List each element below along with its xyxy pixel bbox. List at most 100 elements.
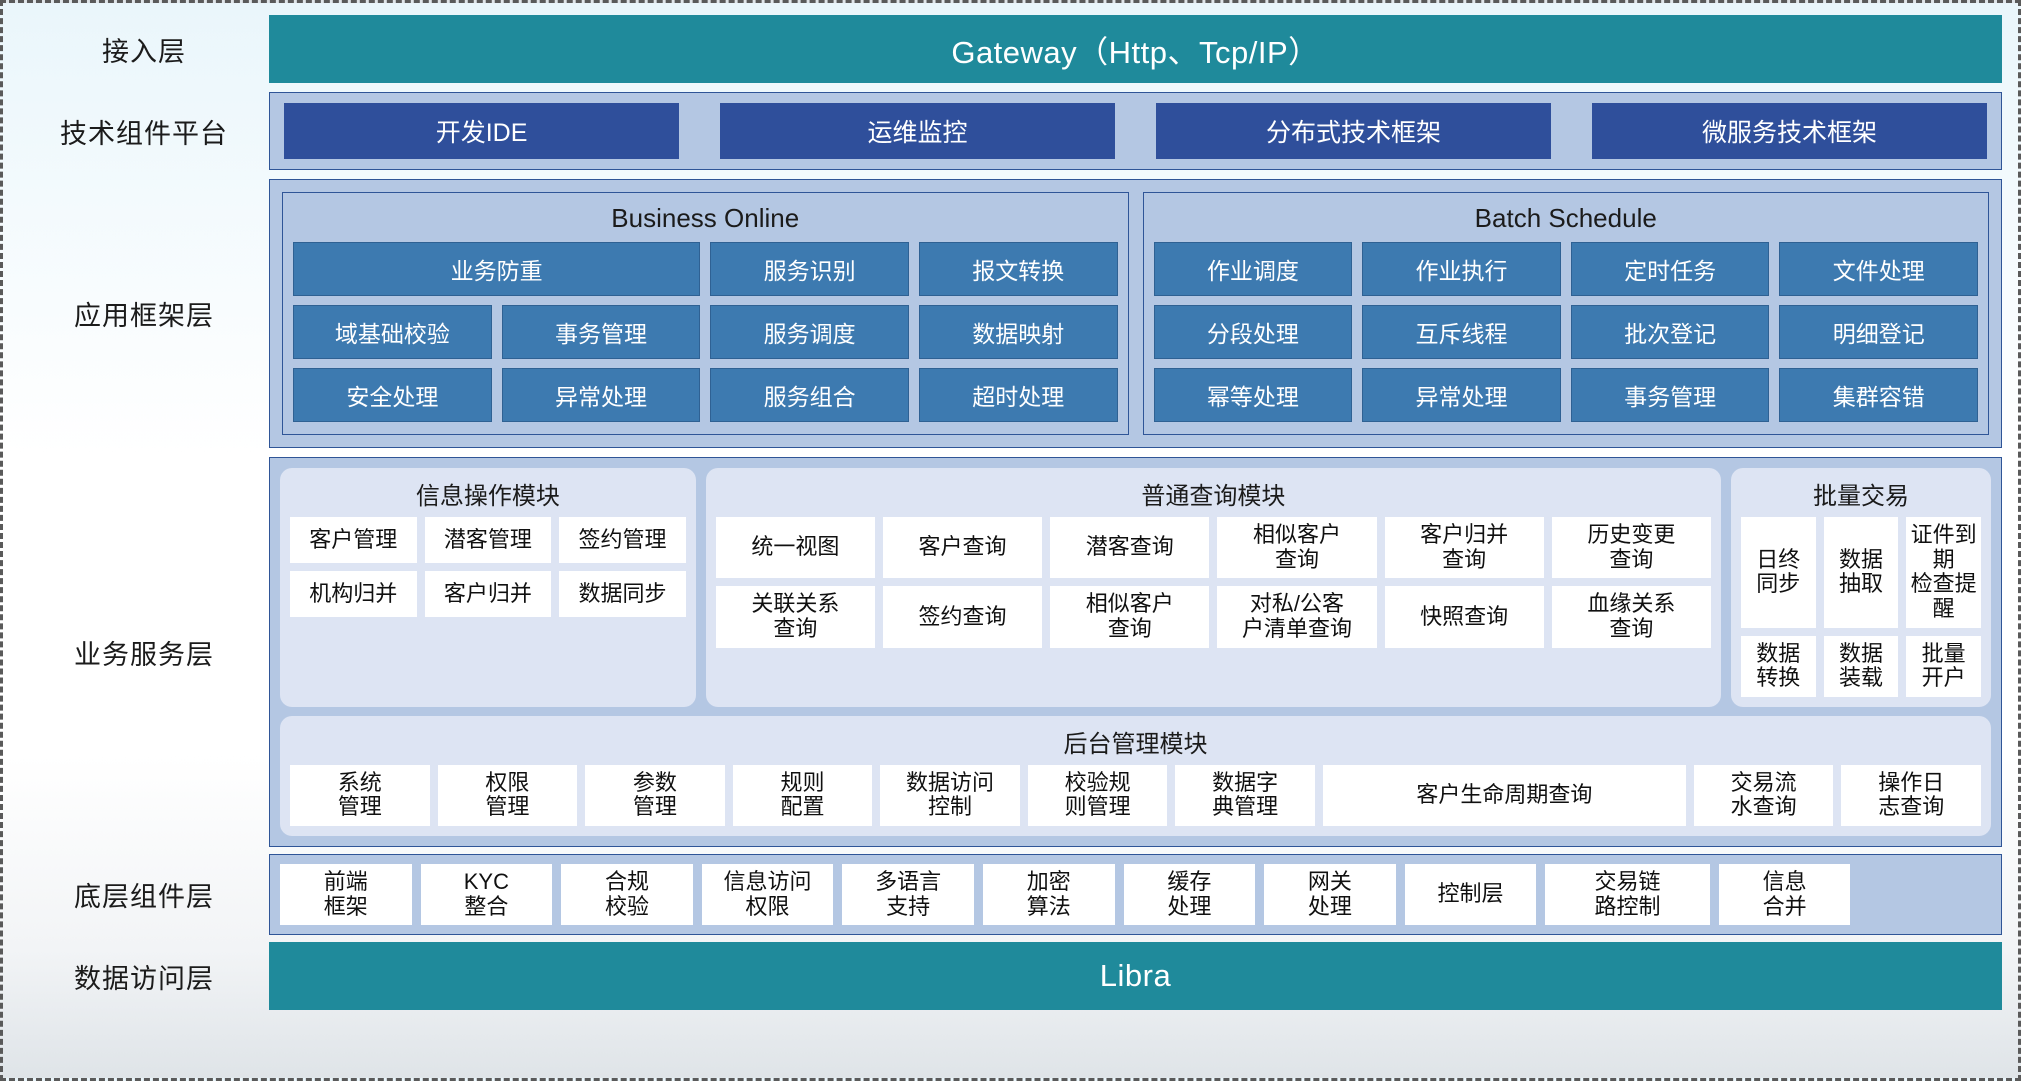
group-batch-schedule: Batch Schedule 作业调度 作业执行 定时任务 文件处理 分段处理 …: [1142, 192, 1989, 435]
cell-batch-account-open[interactable]: 批量 开户: [1906, 635, 1981, 697]
chip-service-identify[interactable]: 服务识别: [710, 242, 909, 296]
chip-domain-basic-validation[interactable]: 域基础校验: [293, 305, 492, 359]
chip-transaction-management[interactable]: 事务管理: [501, 305, 701, 359]
cell-frontend-framework[interactable]: 前端 框架: [280, 864, 412, 926]
chip-job-scheduling[interactable]: 作业调度: [1153, 242, 1353, 296]
spacer: [19, 847, 2002, 854]
chip-timed-task[interactable]: 定时任务: [1570, 242, 1770, 296]
cell-data-extract[interactable]: 数据 抽取: [1823, 517, 1899, 628]
cell-prospect-management[interactable]: 潜客管理: [424, 517, 552, 563]
layer-label-bottom-components: 底层组件层: [74, 882, 214, 914]
chip-service-scheduling[interactable]: 服务调度: [710, 305, 909, 359]
cell-encryption-algorithm[interactable]: 加密 算法: [982, 864, 1115, 926]
row-bottom-components: 底层组件层 前端 框架 KYC 整合 合规 校验 信息访问 权限 多语言 支持 …: [19, 854, 2002, 936]
cell-prospect-query[interactable]: 潜客查询: [1050, 517, 1210, 579]
batch-schedule-grid: 作业调度 作业执行 定时任务 文件处理 分段处理 互斥线程 批次登记 明细登记 …: [1153, 242, 1978, 422]
cell-kyc-integration[interactable]: KYC 整合: [420, 864, 553, 926]
cell-permission-management[interactable]: 权限 管理: [437, 764, 578, 826]
cell-blood-relation-query[interactable]: 血缘关系 查询: [1551, 586, 1711, 648]
cell-contract-management[interactable]: 签约管理: [559, 517, 686, 563]
cell-info-access-permission[interactable]: 信息访问 权限: [701, 864, 834, 926]
cell-customer-lifecycle-query[interactable]: 客户生命周期查询: [1322, 764, 1686, 826]
gateway-banner: Gateway（Http、Tcp/IP）: [269, 15, 2002, 83]
module-info-operation: 信息操作模块 客户管理 潜客管理 签约管理 机构归并 客户归并 数据同步: [280, 468, 696, 707]
cell-similar-customer-query-2[interactable]: 相似客户 查询: [1050, 586, 1210, 648]
spacer: [19, 83, 2002, 92]
cell-eod-sync[interactable]: 日终 同步: [1740, 517, 1816, 628]
chip-security-processing[interactable]: 安全处理: [293, 368, 492, 422]
cell-operation-log-query[interactable]: 操作日 志查询: [1841, 764, 1981, 826]
tech-platform-panel: 开发IDE 运维监控 分布式技术框架 微服务技术框架: [269, 92, 2002, 170]
chip-service-composition[interactable]: 服务组合: [710, 368, 909, 422]
cell-parameter-management[interactable]: 参数 管理: [585, 764, 725, 826]
cell-data-dictionary-management[interactable]: 数据字 典管理: [1175, 764, 1315, 826]
business-online-grid: 业务防重 服务识别 报文转换 域基础校验 事务管理 服务调度 数据映射 安全处理…: [293, 242, 1118, 422]
chip-batch-registration[interactable]: 批次登记: [1570, 305, 1770, 359]
access-layer-body: Gateway（Http、Tcp/IP）: [269, 15, 2002, 83]
cell-validation-rule-management[interactable]: 校验规 则管理: [1027, 764, 1168, 826]
chip-detail-registration[interactable]: 明细登记: [1779, 305, 1978, 359]
row-access-layer: 接入层 Gateway（Http、Tcp/IP）: [19, 15, 2002, 83]
chip-transaction-management-batch[interactable]: 事务管理: [1570, 368, 1770, 422]
layer-label-app-framework: 应用框架层: [74, 301, 214, 332]
cell-system-management[interactable]: 系统 管理: [290, 764, 430, 826]
cell-transaction-flow-query[interactable]: 交易流 水查询: [1693, 764, 1834, 826]
business-service-panel: 信息操作模块 客户管理 潜客管理 签约管理 机构归并 客户归并 数据同步 普通查…: [269, 457, 2002, 847]
cell-snapshot-query[interactable]: 快照查询: [1384, 586, 1544, 648]
app-framework-panel: Business Online 业务防重 服务识别 报文转换 域基础校验 事务管…: [269, 179, 2002, 448]
cell-customer-merge[interactable]: 客户归并: [424, 571, 552, 617]
cell-unified-view[interactable]: 统一视图: [715, 517, 875, 579]
bottom-components-panel: 前端 框架 KYC 整合 合规 校验 信息访问 权限 多语言 支持 加密 算法 …: [269, 854, 2002, 936]
tech-item-ide[interactable]: 开发IDE: [284, 103, 680, 159]
business-modules-row: 信息操作模块 客户管理 潜客管理 签约管理 机构归并 客户归并 数据同步 普通查…: [280, 468, 1991, 707]
libra-banner: Libra: [269, 942, 2002, 1011]
chip-data-mapping[interactable]: 数据映射: [918, 305, 1118, 359]
chip-timeout-handling[interactable]: 超时处理: [918, 368, 1118, 422]
cell-multilanguage-support[interactable]: 多语言 支持: [842, 864, 974, 926]
chip-exception-handling-batch[interactable]: 异常处理: [1362, 368, 1561, 422]
business-service-body: 信息操作模块 客户管理 潜客管理 签约管理 机构归并 客户归并 数据同步 普通查…: [269, 457, 2002, 847]
chip-job-execution[interactable]: 作业执行: [1362, 242, 1561, 296]
cell-data-transform[interactable]: 数据 转换: [1740, 635, 1816, 697]
cell-customer-management[interactable]: 客户管理: [290, 517, 417, 563]
tech-item-distributed-framework[interactable]: 分布式技术框架: [1155, 103, 1552, 159]
cell-gateway-processing[interactable]: 网关 处理: [1264, 864, 1396, 926]
cell-contract-query[interactable]: 签约查询: [882, 586, 1043, 648]
layer-label-tech-platform: 技术组件平台: [60, 118, 228, 150]
module-title-backend-admin: 后台管理模块: [1063, 730, 1208, 758]
chip-segment-processing[interactable]: 分段处理: [1153, 305, 1353, 359]
cell-transaction-link-control[interactable]: 交易链 路控制: [1545, 864, 1710, 926]
chip-idempotent-processing[interactable]: 幂等处理: [1153, 368, 1353, 422]
cell-cert-expiry-reminder[interactable]: 证件到期 检查提醒: [1906, 517, 1981, 628]
chip-message-transform[interactable]: 报文转换: [918, 242, 1118, 296]
cell-institution-merge[interactable]: 机构归并: [290, 571, 417, 617]
chip-cluster-fault-tolerance[interactable]: 集群容错: [1779, 368, 1978, 422]
cell-rule-config[interactable]: 规则 配置: [732, 764, 873, 826]
cell-customer-query[interactable]: 客户查询: [882, 517, 1043, 579]
cell-similar-customer-query[interactable]: 相似客户 查询: [1217, 517, 1377, 579]
cell-data-load[interactable]: 数据 装载: [1823, 635, 1899, 697]
cell-data-sync[interactable]: 数据同步: [559, 571, 686, 617]
tech-item-ops-monitor[interactable]: 运维监控: [719, 103, 1116, 159]
module-backend-admin: 后台管理模块 系统 管理 权限 管理 参数 管理 规则 配置 数据访问 控制 校…: [280, 715, 1991, 836]
cell-personal-corporate-list-query[interactable]: 对私/公客 户清单查询: [1217, 586, 1377, 648]
cell-relation-query[interactable]: 关联关系 查询: [715, 586, 875, 648]
cell-data-access-control[interactable]: 数据访问 控制: [880, 764, 1020, 826]
cell-cache-processing[interactable]: 缓存 处理: [1123, 864, 1256, 926]
tech-item-microservice-framework[interactable]: 微服务技术框架: [1591, 103, 1987, 159]
chip-exception-handling-online[interactable]: 异常处理: [501, 368, 701, 422]
row-app-framework: 应用框架层 Business Online 业务防重 服务识别 报文转换 域基础…: [19, 179, 2002, 448]
chip-mutex-thread[interactable]: 互斥线程: [1362, 305, 1561, 359]
chip-file-processing[interactable]: 文件处理: [1779, 242, 1978, 296]
cell-compliance-validation[interactable]: 合规 校验: [561, 864, 693, 926]
module-title-info-operation: 信息操作模块: [415, 483, 560, 510]
cell-info-merge[interactable]: 信息 合并: [1718, 864, 1851, 926]
module-batch-transaction: 批量交易 日终 同步 数据 抽取 证件到期 检查提醒 数据 转换 数据 装载 批…: [1730, 468, 1991, 707]
spacer: [19, 935, 2002, 942]
cell-control-layer[interactable]: 控制层: [1404, 864, 1537, 926]
cell-customer-merge-query[interactable]: 客户归并 查询: [1384, 517, 1544, 579]
group-title-business-online: Business Online: [611, 203, 800, 233]
cell-history-change-query[interactable]: 历史变更 查询: [1551, 517, 1711, 579]
module-title-batch-transaction: 批量交易: [1812, 483, 1909, 510]
chip-business-dedup[interactable]: 业务防重: [293, 242, 701, 296]
